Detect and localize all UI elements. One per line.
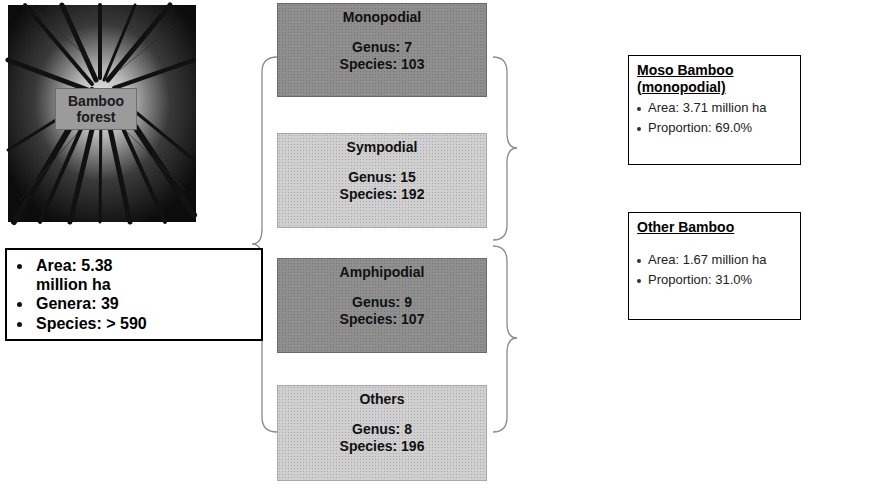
category-box: AmphipodialGenus: 9Species: 107 xyxy=(277,258,487,353)
count-text: Species: 107 xyxy=(340,311,425,328)
share-box: Other BambooArea: 1.67 million ha Proport… xyxy=(628,212,801,320)
bullet-dot xyxy=(637,259,641,263)
bullet-text: Proportion: 69.0% xyxy=(648,120,752,136)
bullet-text: Species: > 590 xyxy=(36,314,166,333)
category-counts: Genus: 7Species: 103 xyxy=(340,39,425,73)
bullet-dot xyxy=(637,279,641,283)
bullet-text: Area: 5.38 million ha xyxy=(36,256,166,294)
count-text: Species: 103 xyxy=(340,56,425,73)
bullet-dot xyxy=(637,127,641,131)
bullet-text: Genera: 39 xyxy=(36,294,166,313)
bullet-dot xyxy=(17,322,22,327)
count-text: Genus: 8 xyxy=(352,421,412,438)
bullet-row: Proportion: 69.0% xyxy=(637,120,792,136)
bullet-text: Proportion: 31.0% xyxy=(648,272,752,288)
bamboo-photo xyxy=(8,5,196,222)
count-text: Genus: 9 xyxy=(352,294,412,311)
bullet-row: Proportion: 31.0% xyxy=(637,272,792,288)
category-counts: Genus: 9Species: 107 xyxy=(340,294,425,328)
bullet-row: Genera: 39 xyxy=(17,294,251,313)
bullet-row: Area: 3.71 million ha xyxy=(637,100,792,116)
bullet-text: Area: 1.67 million ha xyxy=(648,252,767,268)
count-text: Genus: 7 xyxy=(352,39,412,56)
category-title: Sympodial xyxy=(347,139,418,155)
category-title: Monopodial xyxy=(343,9,422,25)
category-counts: Genus: 8Species: 196 xyxy=(340,421,425,455)
category-counts: Genus: 15Species: 192 xyxy=(340,169,425,203)
bullet-dot xyxy=(637,107,641,111)
photo-label-box: Bamboo forest xyxy=(55,88,137,130)
share-title: Moso Bamboo (monopodial) xyxy=(637,62,792,96)
category-box: OthersGenus: 8Species: 196 xyxy=(277,385,487,481)
count-text: Species: 196 xyxy=(340,438,425,455)
category-title: Amphipodial xyxy=(340,264,425,280)
bullet-row: Area: 5.38 million ha xyxy=(17,256,251,294)
count-text: Genus: 15 xyxy=(348,169,416,186)
category-title: Others xyxy=(359,391,404,407)
summary-box: Area: 5.38 million haGenera: 39Species: … xyxy=(5,248,263,341)
share-title: Other Bamboo xyxy=(637,219,792,236)
bullet-text: Area: 3.71 million ha xyxy=(648,100,767,116)
grouping-braces xyxy=(252,57,517,432)
bullet-row: Species: > 590 xyxy=(17,314,251,333)
category-box: SympodialGenus: 15Species: 192 xyxy=(277,133,487,228)
category-box: MonopodialGenus: 7Species: 103 xyxy=(277,3,487,97)
bullet-dot xyxy=(17,302,22,307)
bullet-row: Area: 1.67 million ha xyxy=(637,252,792,268)
count-text: Species: 192 xyxy=(340,186,425,203)
bullet-dot xyxy=(17,264,22,269)
photo-label-text: Bamboo forest xyxy=(60,93,132,125)
share-box: Moso Bamboo (monopodial) Area: 3.71 milli… xyxy=(628,55,801,165)
